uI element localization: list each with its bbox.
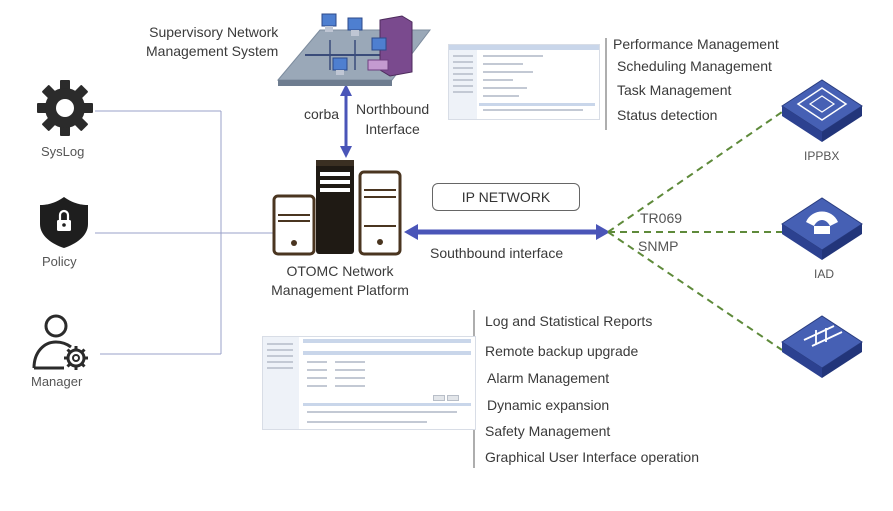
north-feature-item: Status detection — [617, 107, 718, 123]
platform-label: OTOMC Network Management Platform — [260, 262, 420, 300]
northbound-ui-thumbnail — [448, 44, 600, 120]
supervisory-title: Supervisory Network Management System — [146, 23, 278, 61]
south-feature-item: Safety Management — [485, 423, 611, 439]
gear-icon — [37, 80, 93, 136]
supervisory-line2: Management System — [146, 43, 279, 59]
northbound-line1: Northbound — [356, 101, 430, 117]
southbound-arrow — [404, 224, 610, 240]
policy-label: Policy — [42, 254, 77, 269]
switch-device-icon — [781, 315, 863, 378]
left-connector-lines — [95, 110, 275, 355]
northbound-line2: Interface — [365, 121, 420, 137]
south-feature-item: Graphical User Interface operation — [485, 449, 699, 465]
shield-lock-icon — [40, 197, 88, 248]
northbound-label: Northbound Interface — [356, 99, 429, 139]
platform-line1: OTOMC Network — [286, 263, 394, 279]
south-feature-item: Log and Statistical Reports — [485, 313, 653, 329]
iad-label: IAD — [814, 267, 835, 281]
supervisory-network-illustration — [276, 13, 432, 86]
north-feature-item: Scheduling Management — [617, 58, 772, 74]
southbound-label: Southbound interface — [430, 245, 564, 261]
north-feature-item: Performance Management — [613, 36, 779, 52]
ippbx-device-icon — [781, 79, 863, 142]
south-feature-item: Remote backup upgrade — [485, 343, 639, 359]
south-feature-item: Dynamic expansion — [487, 397, 610, 413]
ippbx-label: IPPBX — [804, 149, 840, 163]
south-feature-item: Alarm Management — [487, 370, 610, 386]
manager-label: Manager — [31, 374, 83, 389]
ip-network-callout: IP NETWORK — [432, 183, 580, 211]
user-gear-icon — [32, 314, 88, 370]
corba-label: corba — [304, 106, 340, 122]
iad-device-icon — [781, 197, 863, 260]
syslog-label: SysLog — [41, 144, 85, 159]
northbound-arrow — [340, 84, 352, 158]
tr069-label: TR069 — [640, 210, 683, 226]
southbound-ui-thumbnail — [262, 336, 476, 430]
supervisory-line1: Supervisory Network — [149, 24, 279, 40]
device-links — [607, 111, 783, 351]
platform-line2: Management Platform — [271, 282, 409, 298]
snmp-label: SNMP — [638, 238, 679, 254]
server-platform-icon — [272, 160, 402, 256]
north-feature-item: Task Management — [617, 82, 732, 98]
